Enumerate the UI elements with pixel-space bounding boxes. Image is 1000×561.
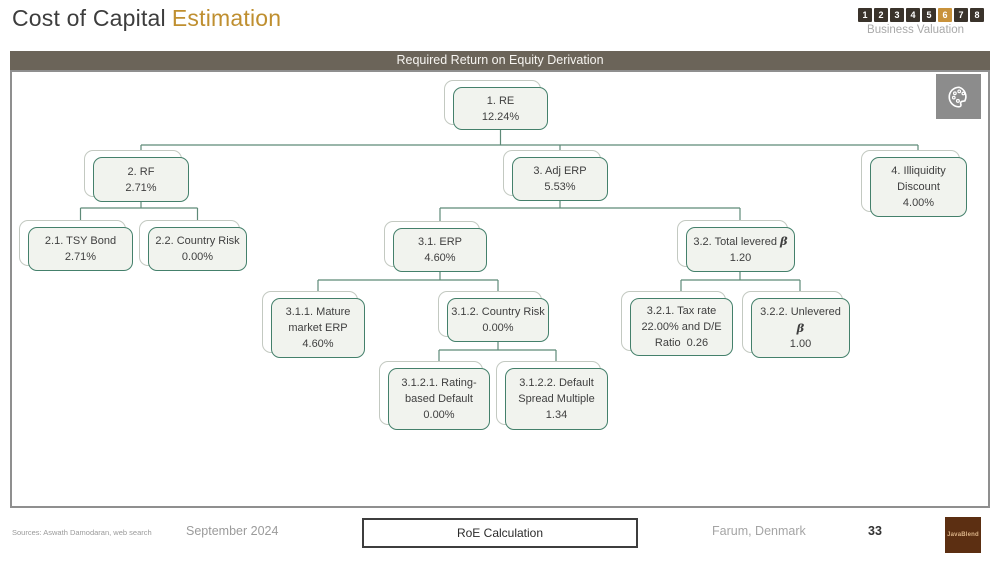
company-logo: JavaBlend: [945, 517, 981, 553]
node-value: 12.24%: [481, 110, 520, 123]
footer-location: Farum, Denmark: [712, 524, 806, 538]
node-value: 1.00: [789, 338, 812, 350]
node-label: 3. Adj ERP: [533, 165, 587, 177]
pager-item-2[interactable]: 2: [874, 8, 888, 22]
footer-date: September 2024: [186, 524, 279, 538]
node-label: 22.00% and D/E: [641, 321, 722, 333]
tree-node-1-re: 1. RE 12.24%: [444, 80, 548, 130]
footer-section-label: RoE Calculation: [362, 518, 638, 548]
node-label: 3.1. ERP: [417, 236, 463, 248]
pager-item-5[interactable]: 5: [922, 8, 936, 22]
pager-item-8[interactable]: 8: [970, 8, 984, 22]
beta-symbol: β: [796, 321, 805, 335]
page-title-main: Cost of Capital: [12, 5, 166, 31]
node-label: 2.2. Country Risk: [155, 235, 240, 247]
tree-node-312-country-risk: 3.1.2. Country Risk 0.00%: [438, 291, 549, 342]
tree-node-2-rf: 2. RF 2.71%: [84, 150, 189, 202]
pager-item-7[interactable]: 7: [954, 8, 968, 22]
tree-node-321-tax-rate-de-ratio: 3.2.1. Tax rate 22.00% and D/E Ratio 0.2…: [621, 291, 733, 356]
page-number: 33: [868, 524, 882, 538]
node-label: 2.1. TSY Bond: [44, 235, 117, 247]
node-label: market ERP: [288, 322, 348, 334]
tree-node-3-adj-erp: 3. Adj ERP 5.53%: [503, 150, 608, 201]
node-value: 1.34: [545, 409, 568, 421]
section-header: Required Return on Equity Derivation: [10, 51, 990, 70]
pager-item-6-active[interactable]: 6: [938, 8, 952, 22]
node-value: 0.00%: [482, 322, 514, 334]
node-label: 3.2.1. Tax rate: [646, 305, 717, 317]
node-value: 5.53%: [544, 181, 576, 193]
node-label: 4. Illiquidity: [891, 165, 946, 177]
sources-note: Sources: Aswath Damodaran, web search: [12, 528, 152, 537]
node-label: 3.1.2.2. Default: [519, 377, 594, 389]
node-value: 4.60%: [424, 252, 456, 264]
node-label: 3.2.2. Unlevered: [760, 306, 841, 318]
node-label: 3.2. Total levered β: [693, 234, 788, 248]
pager-item-3[interactable]: 3: [890, 8, 904, 22]
pager-item-4[interactable]: 4: [906, 8, 920, 22]
node-value: 4.60%: [302, 338, 334, 350]
tree-node-311-mature-market-erp: 3.1.1. Mature market ERP 4.60%: [262, 291, 365, 358]
palette-button[interactable]: [936, 74, 981, 119]
tree-node-3121-rating-based-default: 3.1.2.1. Rating- based Default 0.00%: [379, 361, 490, 430]
node-value: 2.71%: [125, 181, 157, 194]
node-label: Spread Multiple: [518, 393, 595, 405]
deck-subtitle: Business Valuation: [867, 24, 964, 36]
node-label: 2. RF: [127, 165, 155, 178]
node-label: based Default: [405, 393, 473, 405]
page-title-accent: Estimation: [171, 5, 282, 31]
tree-node-32-total-levered-beta: 3.2. Total levered β 1.20: [677, 220, 795, 272]
slide-pager: 1 2 3 4 5 6 7 8: [858, 8, 984, 22]
node-value: 0.00%: [423, 409, 455, 421]
node-label: Discount: [897, 181, 940, 193]
node-label: 3.1.1. Mature: [285, 306, 351, 318]
palette-icon: [947, 85, 967, 108]
diagram-canvas: [10, 70, 990, 508]
node-label: 1. RE: [486, 94, 515, 107]
tree-node-31-erp: 3.1. ERP 4.60%: [384, 221, 487, 272]
node-value: 2.71%: [64, 251, 97, 263]
tree-node-21-tsy-bond: 2.1. TSY Bond 2.71%: [19, 220, 133, 271]
node-value: 4.00%: [902, 197, 935, 209]
node-value: 1.20: [729, 252, 752, 264]
node-value: Ratio 0.26: [654, 337, 709, 349]
beta-symbol: β: [780, 234, 788, 248]
tree-node-22-country-risk: 2.2. Country Risk 0.00%: [139, 220, 247, 271]
node-value: 0.00%: [181, 251, 214, 263]
logo-text: JavaBlend: [947, 532, 979, 538]
tree-node-4-illiquidity-discount: 4. Illiquidity Discount 4.00%: [861, 150, 967, 217]
tree-node-3122-default-spread-multiple: 3.1.2.2. Default Spread Multiple 1.34: [496, 361, 608, 430]
tree-node-322-unlevered-beta: 3.2.2. Unlevered β 1.00: [742, 291, 850, 358]
pager-item-1[interactable]: 1: [858, 8, 872, 22]
node-label: 3.1.2.1. Rating-: [401, 377, 477, 389]
node-label: 3.1.2. Country Risk: [451, 306, 545, 318]
